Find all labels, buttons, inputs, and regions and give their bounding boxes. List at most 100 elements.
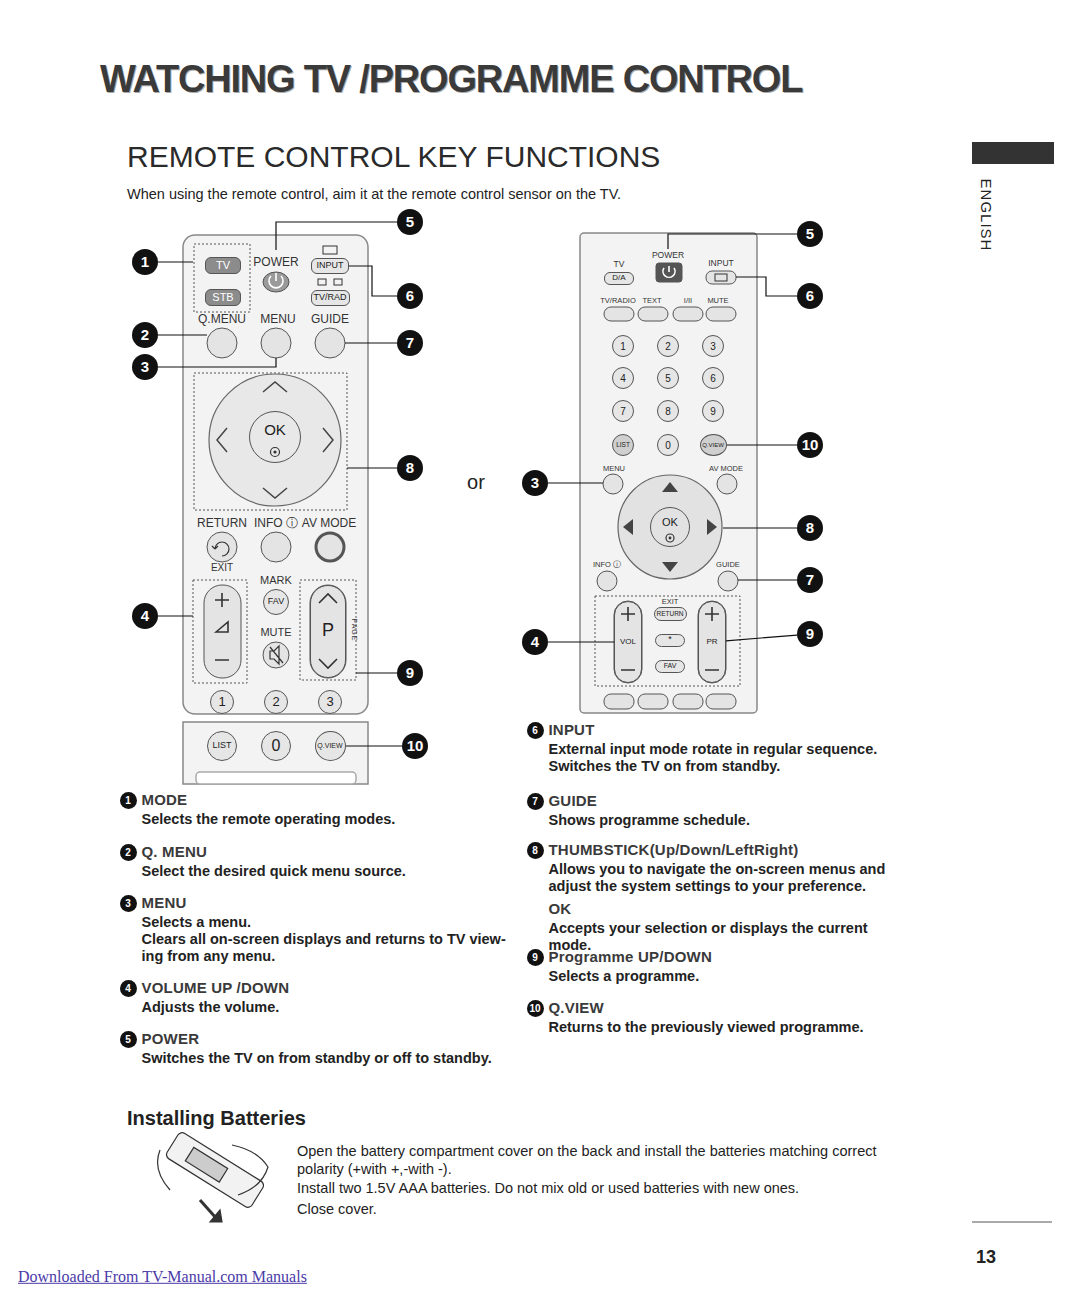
leader-line: [356, 672, 397, 673]
instruction-text: Open the battery compartment cover on th…: [297, 1142, 887, 1178]
button: [706, 307, 736, 321]
programme-rocker: PR: [698, 601, 726, 683]
key-label: RETURN: [656, 610, 683, 617]
remote-body-left: [183, 722, 368, 784]
key-label: VOL: [620, 638, 636, 647]
dashed-group-box: [194, 373, 347, 510]
ok-key: OK: [249, 411, 301, 463]
leader-line: [668, 234, 797, 249]
key-name: AV MODE: [302, 517, 356, 531]
key-name: MENU: [260, 313, 295, 327]
callout-digit: 4: [141, 608, 149, 625]
round-key: FAV: [263, 589, 289, 615]
dashed-group-box: [300, 580, 356, 680]
key-name: I/II: [684, 297, 692, 306]
round-key: LIST: [612, 434, 634, 456]
description-column: Q.VIEWReturns to the previously viewed p…: [549, 998, 929, 1036]
key-label: 1: [218, 695, 225, 709]
round-key: 1: [210, 690, 234, 714]
button: [673, 307, 703, 321]
leader-line: [345, 342, 397, 343]
callout-number: 8: [797, 515, 823, 541]
bullet-number: 5: [125, 1034, 131, 1045]
leader-line: [723, 527, 797, 528]
key-heading: Q.VIEW: [549, 998, 929, 1017]
key-description: 3MENUSelects a menu.Clears all on-screen…: [120, 895, 137, 912]
remote-key: FAV: [655, 660, 685, 673]
remote-key: D/A: [604, 272, 634, 285]
key-description: 7GUIDEShows programme schedule.: [527, 793, 544, 810]
bullet-number: 4: [125, 983, 131, 994]
key-description-text: Allows you to navigate the on-screen men…: [549, 861, 909, 895]
key-label: OK: [662, 516, 678, 528]
description-column: POWERSwitches the TV on from standby or …: [142, 1029, 517, 1067]
thumbstick: [662, 482, 678, 492]
round-key: 5: [657, 367, 679, 389]
key-heading: POWER: [142, 1029, 517, 1048]
callout-number: 6: [397, 283, 423, 309]
thumbstick: [623, 482, 717, 572]
button: [316, 533, 344, 561]
thumbstick: [666, 534, 674, 542]
leader-line: [347, 467, 397, 468]
connective-word: or: [467, 471, 485, 494]
callout-number: 1: [132, 249, 158, 275]
bullet-number: 3: [125, 898, 131, 909]
dashed-group-box: [193, 244, 740, 686]
key-heading: Programme UP/DOWN: [549, 947, 929, 966]
button: [604, 307, 634, 321]
key-label: 0: [665, 440, 671, 451]
button: [638, 307, 668, 321]
instruction-text: Close cover.: [297, 1200, 897, 1218]
round-key: 9: [702, 400, 724, 422]
button: [706, 271, 736, 284]
key-label: 6: [710, 373, 716, 384]
leader-line: [158, 358, 276, 367]
leader-line: [346, 745, 403, 746]
dashed-group-box: [595, 596, 740, 686]
thumbstick: [271, 448, 280, 457]
callout-number: 4: [132, 603, 158, 629]
key-symbol: [215, 593, 229, 660]
remote-key: INPUT: [311, 258, 349, 274]
key-name: GUIDE: [311, 313, 349, 327]
callout-digit: 2: [141, 327, 149, 344]
key-symbol: [269, 273, 283, 288]
leader-line: [158, 334, 207, 335]
button: [310, 585, 346, 678]
leader-line: [158, 222, 797, 673]
key-label: 4: [620, 373, 626, 384]
round-key: 3: [702, 335, 724, 357]
key-heading: Q. MENU: [142, 842, 517, 861]
key-name: TV: [614, 260, 625, 270]
key-name: EXIT: [662, 598, 679, 607]
programme-rocker: P: [310, 585, 346, 678]
callout-digit: 6: [406, 288, 414, 305]
button: [207, 328, 237, 358]
description-column: GUIDEShows programme schedule.: [549, 791, 929, 829]
key-description: 8THUMBSTICK(Up/Down/LeftRight)Allows you…: [527, 842, 544, 859]
round-key: LIST: [207, 731, 237, 761]
key-heading: MODE: [142, 790, 517, 809]
callout-number: 5: [797, 221, 823, 247]
key-label: FAV: [268, 597, 284, 607]
button: [204, 585, 241, 678]
key-label: Q.VIEW: [317, 742, 342, 750]
key-label: 1: [620, 341, 626, 352]
bullet-number: 10: [529, 1003, 540, 1014]
key-name: Q.MENU: [198, 313, 246, 327]
description-column: THUMBSTICK(Up/Down/LeftRight)Allows you …: [549, 840, 909, 954]
key-label: FAV: [664, 662, 677, 670]
key-label: 7: [620, 406, 626, 417]
callout-number: 7: [797, 567, 823, 593]
leader-line: [726, 635, 797, 641]
thumbstick: [707, 519, 717, 535]
description-column: Q. MENUSelect the desired quick menu sou…: [142, 842, 517, 880]
description-column: Programme UP/DOWNSelects a programme.: [549, 947, 929, 985]
callout-number: 9: [397, 660, 423, 686]
round-key: 4: [612, 367, 634, 389]
callout-number: 8: [397, 455, 423, 481]
button: [604, 694, 634, 709]
callout-digit: 3: [141, 359, 149, 376]
callout-digit: 8: [406, 460, 414, 477]
